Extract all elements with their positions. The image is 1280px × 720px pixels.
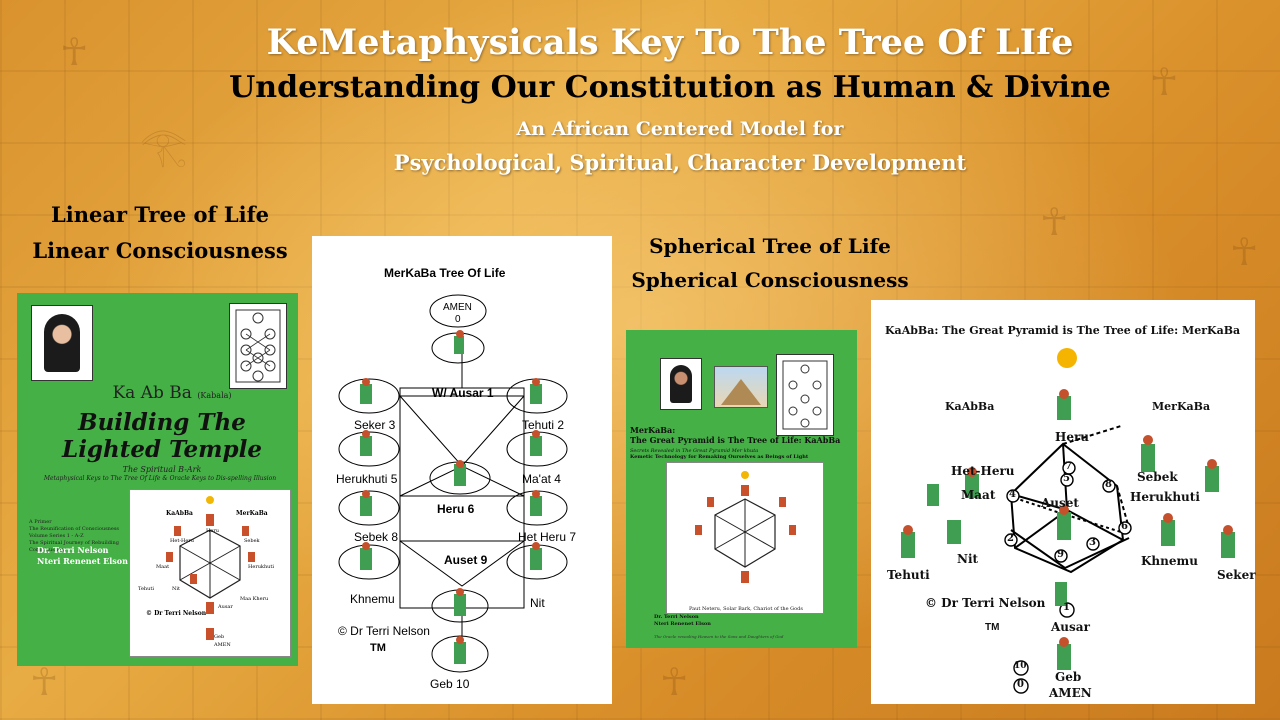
label-merkaba: MerKaBa (1152, 400, 1211, 413)
num-4: 4 (1009, 489, 1016, 500)
label-khnemu: Khnemu (1141, 554, 1198, 568)
label-herukhuti: Herukhuti 5 (336, 472, 398, 486)
book1-inner-copyright: © Dr Terri Nelson (146, 610, 207, 617)
book1-inner-label: MerKaBa (236, 510, 268, 517)
mini-tree-diagram (229, 303, 287, 389)
label-seker: Seker 3 (354, 418, 396, 432)
num-0: 0 (1017, 679, 1024, 690)
book-cover-building-the-lighted-temple[interactable]: Ka Ab Ba (Kabala) Building The Lighted T… (17, 293, 298, 666)
book1-inner-label: Geb (214, 634, 225, 640)
label-sebek: Sebek 8 (354, 530, 399, 544)
great-pyramid-tree-of-life-card[interactable]: KaAbBa: The Great Pyramid is The Tree of… (871, 300, 1256, 704)
book-cover-merkaba-great-pyramid[interactable]: MerKaBa:The Great Pyramid is The Tree of… (626, 330, 857, 648)
author-photo (31, 305, 93, 381)
amen-label: AMEN (443, 302, 472, 313)
label-nit: Nit (530, 596, 545, 610)
pyramid-card-tm: TM (985, 622, 1000, 633)
num-3: 3 (1089, 537, 1096, 548)
page-subtitle: Understanding Our Constitution as Human … (229, 70, 1111, 105)
tree-diagram (338, 294, 568, 673)
book1-blurb: A Primer The Reunification of Consciousn… (29, 519, 119, 553)
label-sebek: Sebek (1137, 470, 1178, 484)
num-6: 6 (1121, 521, 1128, 532)
book1-inner-label: Sebek (244, 538, 260, 544)
num-10: 10 (1014, 661, 1027, 671)
amen-number: 0 (455, 314, 461, 325)
book1-inner-label: Ausar (218, 604, 233, 610)
book3-subtitle: Secrets Revealed in The Great Pyramid Me… (630, 448, 809, 460)
tree-card-tm: TM (370, 642, 386, 654)
label-heru: Heru 6 (437, 502, 475, 516)
label-khnemu: Khnemu (350, 592, 395, 606)
book1-inner-label: Maa Kheru (240, 596, 269, 602)
book1-series: Ka Ab Ba (Kabala) (112, 383, 232, 403)
label-heru: Heru (1055, 430, 1090, 444)
pyramid-photo (714, 366, 768, 408)
label-amen: AMEN (1049, 686, 1092, 700)
book1-inner-label: Nit (172, 586, 180, 592)
page-title: KeMetaphysicals Key To The Tree Of LIfe (266, 22, 1074, 63)
label-geb: Geb (1055, 670, 1082, 684)
book1-inner-label: Het-Heru (170, 538, 194, 544)
num-2: 2 (1007, 533, 1014, 544)
label-ausar: Ausar (1051, 620, 1090, 634)
spherical-tree-label: Spherical Tree of Life (649, 234, 891, 258)
book3-pyramid-diagram (666, 462, 824, 614)
num-9: 9 (1057, 549, 1064, 560)
mini-tree-diagram (776, 354, 834, 436)
spherical-consciousness-label: Spherical Consciousness (631, 268, 909, 292)
label-maat: Maat (961, 488, 996, 502)
pyramid-diagram (901, 348, 1235, 694)
label-tehuti: Tehuti 2 (522, 418, 565, 432)
book1-inner-label: AMEN (214, 642, 231, 648)
label-w-ausar: W/ Ausar 1 (432, 386, 494, 400)
num-1: 1 (1063, 602, 1070, 613)
label-maat: Ma'at 4 (522, 472, 561, 486)
label-nit: Nit (957, 552, 979, 566)
book1-inner-label: Maat (156, 564, 170, 570)
book1-tagline: Metaphysical Keys to The Tree Of Life & … (43, 475, 277, 482)
book1-inner-label: Heru (206, 528, 219, 534)
label-kaabba: KaAbBa (945, 400, 995, 413)
num-7: 7 (1065, 461, 1072, 472)
book1-inner-label: Tehuti (138, 586, 154, 592)
label-herukhuti: Herukhuti (1130, 490, 1200, 504)
num-8: 8 (1105, 479, 1112, 490)
description-line-2: Psychological, Spiritual, Character Deve… (393, 150, 967, 175)
book1-inner-label: KaAbBa (166, 510, 193, 517)
book1-pyramid-diagram: KaAbBa MerKaBa Heru Het-Heru Sebek Maat … (129, 489, 291, 657)
description-line-1: An African Centered Model for (516, 118, 844, 140)
num-5: 5 (1063, 473, 1070, 484)
linear-tree-label: Linear Tree of Life (50, 202, 270, 227)
merkaba-tree-of-life-card[interactable]: MerKaBa Tree Of Life AMEN 0 W/ Ausar 1 S… (312, 236, 612, 704)
label-auset: Auset (1041, 496, 1079, 510)
book1-subtitle: The Spiritual B-Ark (122, 465, 202, 474)
book1-inner-label: Herukhuti (248, 564, 275, 570)
pyramid-card-copyright: © Dr Terri Nelson (925, 596, 1046, 610)
label-het-heru: Het-Heru (951, 464, 1015, 478)
linear-consciousness-label: Linear Consciousness (32, 238, 288, 263)
book3-caption: Paut Neteru, Solar Bark, Chariot of the … (689, 606, 803, 612)
label-het-heru: Het Heru 7 (518, 530, 577, 544)
label-tehuti: Tehuti (887, 568, 930, 582)
tree-card-copyright: © Dr Terri Nelson (338, 624, 430, 638)
book1-title: Building The Lighted Temple (62, 409, 262, 463)
pyramid-card-title: KaAbBa: The Great Pyramid is The Tree of… (885, 324, 1241, 337)
label-geb: Geb 10 (430, 677, 470, 691)
label-auset: Auset 9 (444, 553, 488, 567)
tree-card-title: MerKaBa Tree Of Life (384, 266, 506, 280)
author-photo (660, 358, 702, 410)
book3-tagline: The Oracle revealing Heaven to the Sons … (654, 634, 784, 639)
label-seker: Seker (1217, 568, 1256, 582)
book3-title: MerKaBa:The Great Pyramid is The Tree of… (630, 425, 841, 445)
